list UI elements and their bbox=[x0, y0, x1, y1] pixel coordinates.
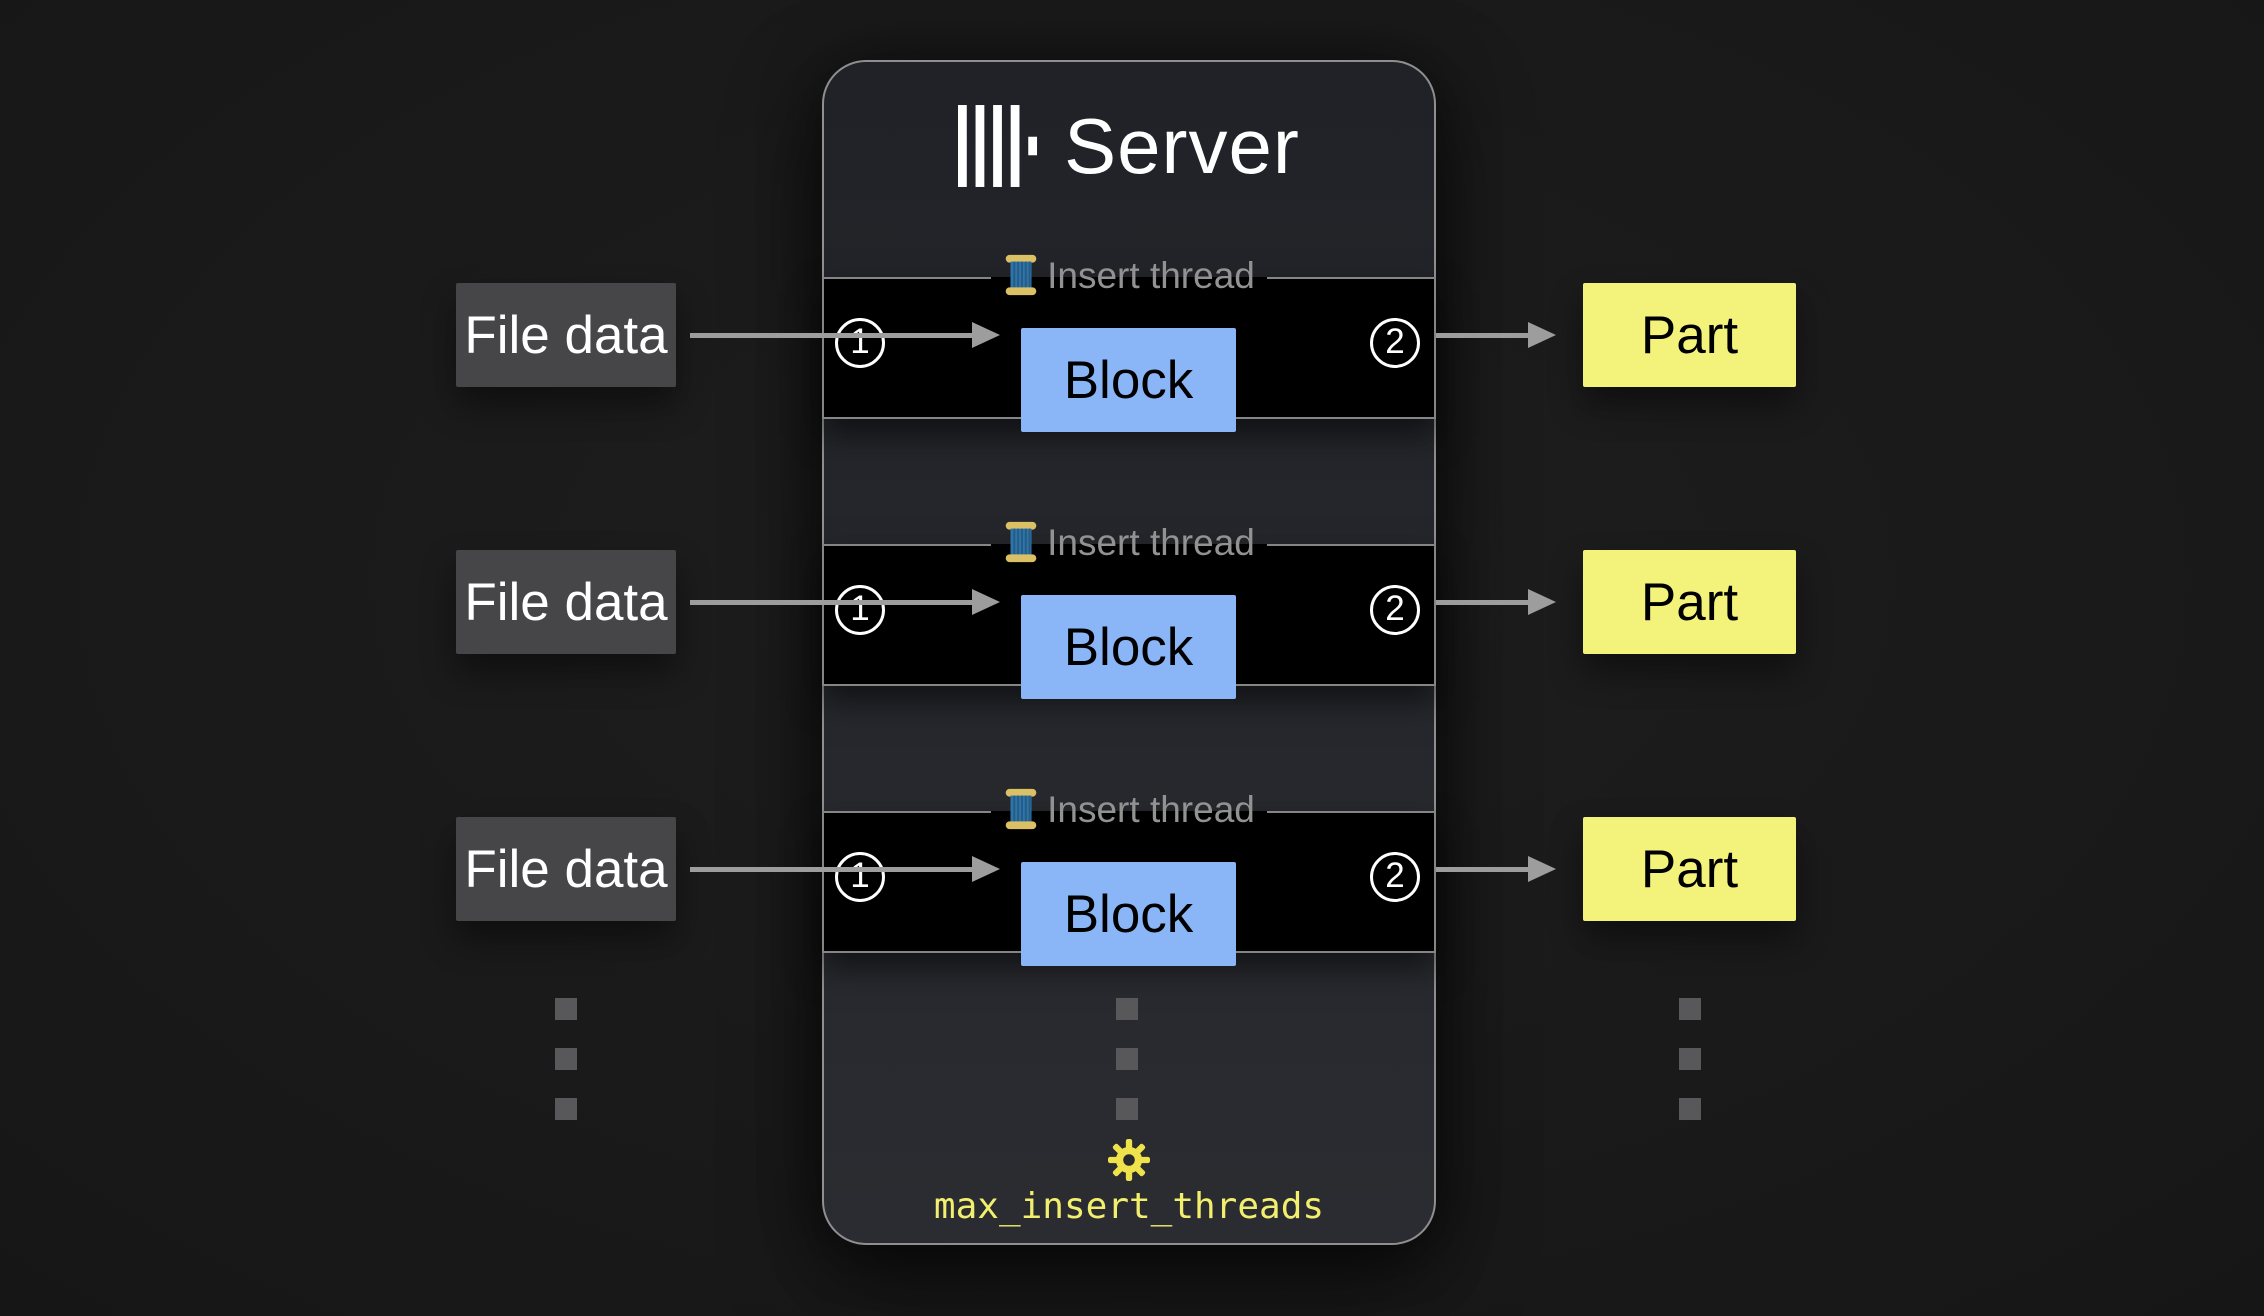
ellipsis-dot bbox=[555, 1098, 577, 1120]
ellipsis-dot bbox=[1679, 1098, 1701, 1120]
insert-thread-legend-inner: Insert thread bbox=[1003, 520, 1255, 564]
block-box: Block bbox=[1021, 595, 1236, 699]
part-label: Part bbox=[1640, 839, 1739, 899]
setting-name: max_insert_threads bbox=[933, 1186, 1325, 1227]
ellipsis-dot bbox=[555, 1048, 577, 1070]
server-container: Server Insert thread 1 Block 2 bbox=[822, 60, 1436, 1245]
step-2-badge: 2 bbox=[1370, 585, 1420, 635]
step-2-badge: 2 bbox=[1370, 318, 1420, 368]
insert-thread-label: Insert thread bbox=[1047, 788, 1255, 830]
ellipsis-dot bbox=[1116, 1048, 1138, 1070]
arrow-shaft bbox=[1436, 866, 1530, 872]
insert-thread-legend: Insert thread bbox=[991, 253, 1267, 302]
part-box: Part bbox=[1583, 283, 1796, 387]
step-1-badge: 1 bbox=[835, 852, 885, 902]
arrow-shaft bbox=[690, 599, 974, 605]
arrow-block-to-part bbox=[1436, 856, 1556, 882]
server-header: Server bbox=[824, 104, 1434, 188]
block-box: Block bbox=[1021, 328, 1236, 432]
insert-thread-label: Insert thread bbox=[1047, 254, 1255, 296]
ellipsis-dot bbox=[1116, 1098, 1138, 1120]
step-2-badge: 2 bbox=[1370, 852, 1420, 902]
arrow-block-to-part bbox=[1436, 322, 1556, 348]
ellipsis-dots-file-column bbox=[555, 998, 577, 1120]
thread-spool-icon bbox=[1005, 788, 1037, 830]
step-1-badge: 1 bbox=[835, 585, 885, 635]
insert-thread-legend-inner: Insert thread bbox=[1003, 787, 1255, 831]
ellipsis-dot bbox=[555, 998, 577, 1020]
arrow-head bbox=[1528, 856, 1556, 882]
arrow-block-to-part bbox=[1436, 589, 1556, 615]
arrow-head bbox=[1528, 322, 1556, 348]
part-box: Part bbox=[1583, 550, 1796, 654]
arrow-head bbox=[972, 856, 1000, 882]
thread-spool-icon bbox=[1005, 521, 1037, 563]
arrow-file-to-block bbox=[690, 856, 1000, 882]
insert-thread-box: Insert thread 1 Block 2 bbox=[822, 787, 1436, 966]
insert-thread-legend-inner: Insert thread bbox=[1003, 253, 1255, 297]
arrow-file-to-block bbox=[690, 589, 1000, 615]
block-label: Block bbox=[1063, 617, 1194, 677]
gear-icon bbox=[1108, 1139, 1150, 1181]
arrow-shaft bbox=[690, 332, 974, 338]
file-data-label: File data bbox=[464, 305, 668, 365]
part-label: Part bbox=[1640, 572, 1739, 632]
ellipsis-dot bbox=[1679, 1048, 1701, 1070]
server-title: Server bbox=[1064, 102, 1300, 190]
ellipsis-dot bbox=[1679, 998, 1701, 1020]
ellipsis-dots-part-column bbox=[1679, 998, 1701, 1120]
arrow-head bbox=[972, 589, 1000, 615]
insert-thread-box: Insert thread 1 Block 2 bbox=[822, 253, 1436, 432]
file-data-box: File data bbox=[456, 550, 676, 654]
arrow-shaft bbox=[1436, 332, 1530, 338]
file-data-label: File data bbox=[464, 839, 668, 899]
insert-thread-label: Insert thread bbox=[1047, 521, 1255, 563]
insert-thread-legend: Insert thread bbox=[991, 520, 1267, 569]
file-data-box: File data bbox=[456, 817, 676, 921]
block-box: Block bbox=[1021, 862, 1236, 966]
arrow-shaft bbox=[1436, 599, 1530, 605]
insert-thread-legend: Insert thread bbox=[991, 787, 1267, 836]
part-label: Part bbox=[1640, 305, 1739, 365]
arrow-shaft bbox=[690, 866, 974, 872]
arrow-file-to-block bbox=[690, 322, 1000, 348]
step-1-badge: 1 bbox=[835, 318, 885, 368]
arrow-head bbox=[1528, 589, 1556, 615]
ellipsis-dot bbox=[1116, 998, 1138, 1020]
clickhouse-logo-icon bbox=[958, 105, 1038, 187]
file-data-label: File data bbox=[464, 572, 668, 632]
ellipsis-dots-thread-column bbox=[1116, 998, 1138, 1120]
thread-spool-icon bbox=[1005, 254, 1037, 296]
file-data-box: File data bbox=[456, 283, 676, 387]
part-box: Part bbox=[1583, 817, 1796, 921]
block-label: Block bbox=[1063, 884, 1194, 944]
arrow-head bbox=[972, 322, 1000, 348]
block-label: Block bbox=[1063, 350, 1194, 410]
